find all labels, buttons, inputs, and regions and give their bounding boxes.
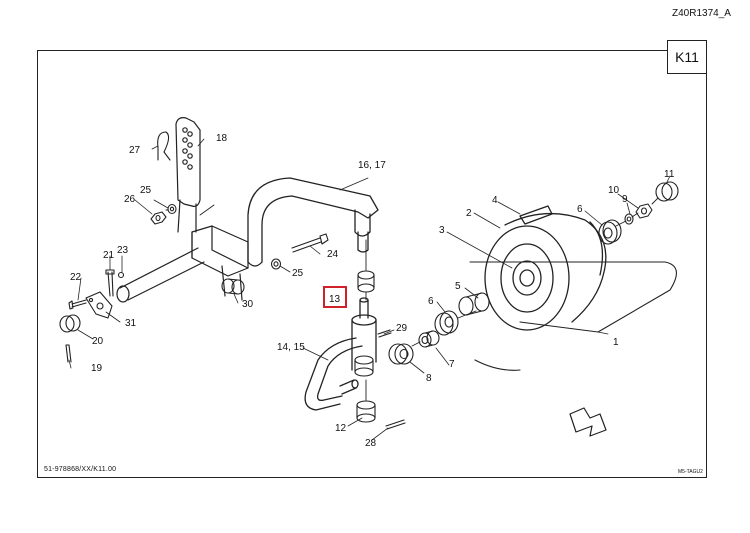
bolt-24: [291, 233, 329, 253]
callout-8: 8: [426, 373, 432, 384]
spacer-12: [356, 400, 376, 423]
bearing-right: [598, 219, 622, 245]
drawing-number: 51-978868/XX/K11.00: [44, 466, 117, 473]
callout-26: 26: [124, 194, 136, 205]
callout-21: 21: [103, 250, 115, 261]
main-frame: [247, 177, 379, 267]
document-id: Z40R1374_A: [672, 8, 731, 19]
grease-nipple-29: [377, 329, 392, 338]
bushing-lower: [354, 355, 374, 377]
wheel-group-outline: [469, 261, 677, 333]
collar-20: [59, 314, 81, 333]
callout-6-right: 6: [577, 204, 583, 215]
callout-13: 13: [329, 294, 341, 305]
direction-arrow: [569, 407, 607, 437]
pin-28: [385, 419, 406, 430]
callout-7: 7: [449, 359, 455, 370]
screw-21: [105, 269, 115, 297]
axle-bracket: [116, 225, 249, 303]
callout-25-upper: 25: [140, 185, 152, 196]
washer-right: [624, 213, 634, 225]
callout-13-highlight-box[interactable]: [323, 286, 347, 308]
nut-23: [117, 271, 125, 279]
callout-31: 31: [125, 318, 137, 329]
leader-lines: [68, 138, 671, 441]
nut-left: [150, 211, 167, 225]
callout-24: 24: [327, 249, 339, 260]
callout-30: 30: [242, 299, 254, 310]
callout-2: 2: [466, 208, 472, 219]
nut-right: [635, 203, 653, 219]
callout-23: 23: [117, 245, 129, 256]
callout-1: 1: [613, 337, 619, 348]
bushing-30: [221, 278, 245, 295]
callout-6-left: 6: [428, 296, 434, 307]
callout-4: 4: [492, 195, 498, 206]
callout-19: 19: [91, 363, 103, 374]
callout-20: 20: [92, 336, 104, 347]
bearing-left: [434, 310, 459, 336]
callout-3: 3: [439, 225, 445, 236]
callout-27: 27: [129, 145, 141, 156]
tire: [484, 205, 607, 331]
caster-arm: [304, 297, 377, 411]
washer-25: [270, 258, 282, 270]
r-clip: [157, 131, 171, 161]
callout-29: 29: [396, 323, 408, 334]
bushing: [388, 343, 414, 365]
sheet-label: K11: [667, 40, 707, 74]
callout-16-17: 16, 17: [358, 160, 386, 171]
assembly-axis-lines: [165, 197, 659, 401]
callout-18: 18: [216, 133, 228, 144]
washer-left: [167, 203, 177, 215]
drawing-frame: [37, 50, 707, 478]
callout-28: 28: [365, 438, 377, 449]
callout-10: 10: [608, 185, 620, 196]
pedal-plate: [175, 117, 201, 233]
spacer: [418, 330, 440, 348]
callout-12: 12: [335, 423, 347, 434]
pin-19: [65, 344, 72, 363]
bushing-13: [357, 270, 375, 293]
bracket-plate-31: [85, 291, 113, 319]
callout-22: 22: [70, 272, 82, 283]
callout-9: 9: [622, 194, 628, 205]
bolt-22: [68, 299, 87, 310]
callout-11: 11: [664, 169, 675, 180]
drawing-code: M5-TAGU2: [678, 469, 703, 475]
callout-5: 5: [455, 281, 461, 292]
cap-right: [655, 181, 679, 202]
callout-25-lower: 25: [292, 268, 304, 279]
callout-14-15: 14, 15: [277, 342, 305, 353]
